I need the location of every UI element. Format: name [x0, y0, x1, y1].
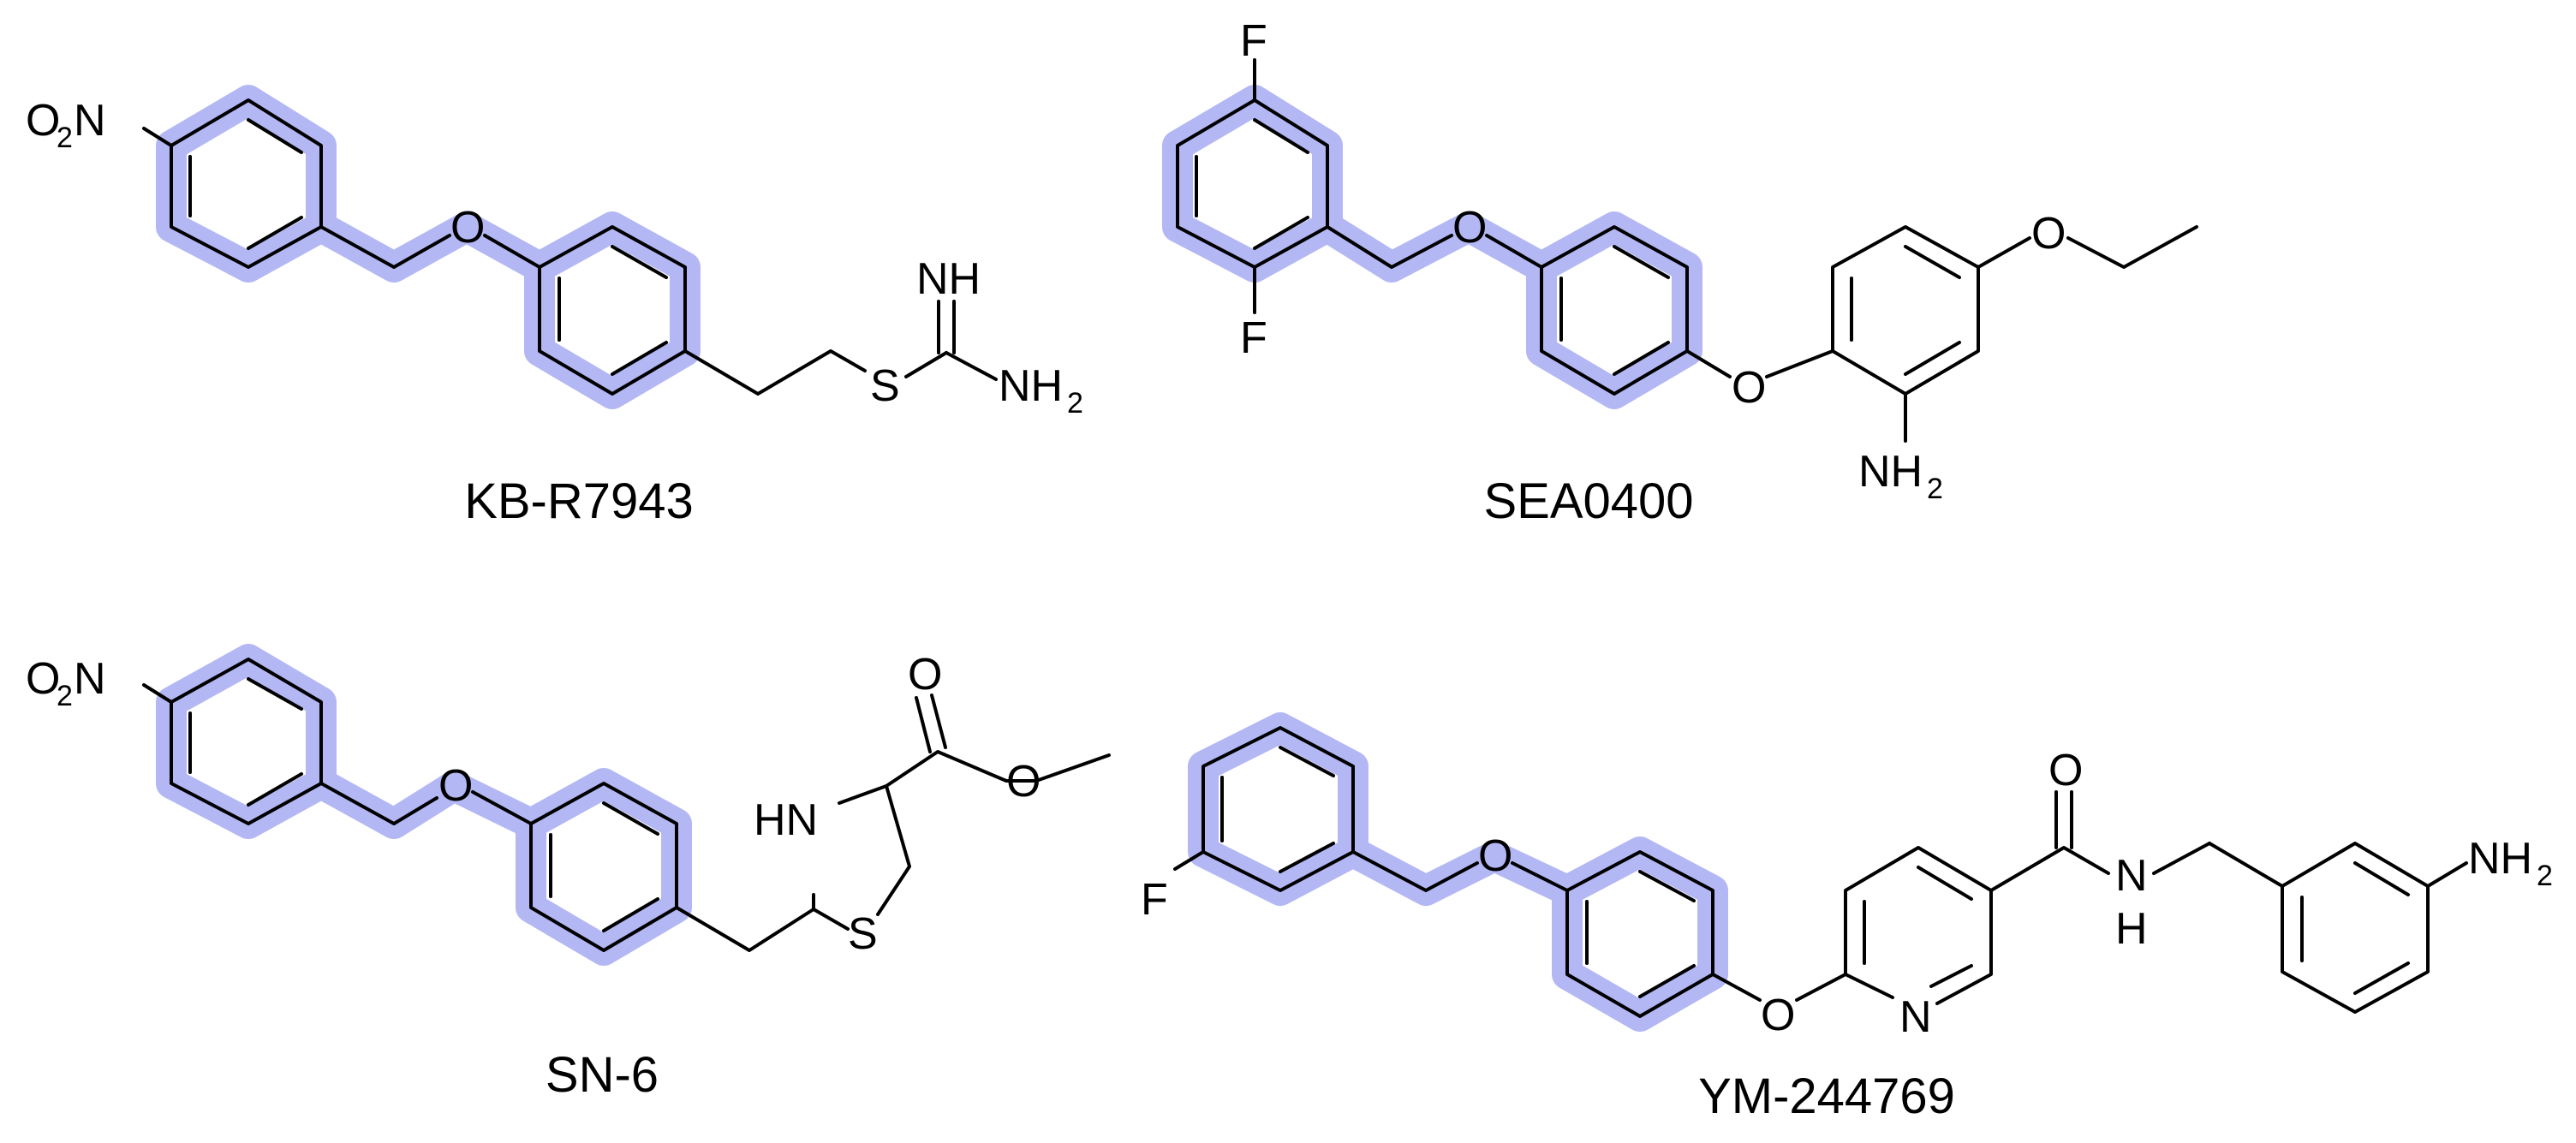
atom-o: O	[1732, 363, 1766, 413]
atoms-sea0400: F F O O O NH 2	[1240, 16, 2066, 505]
atom-nh: NH	[2468, 834, 2532, 884]
bonds-sn-6	[142, 658, 1111, 952]
atom-s: S	[870, 361, 900, 411]
atom-s: S	[848, 909, 878, 959]
compound-name: SEA0400	[1483, 473, 1693, 529]
atom-subscript: 2	[1927, 473, 1943, 505]
atom-nh: NH	[1858, 447, 1923, 497]
compound-sea0400: F F O O O NH 2 SEA0400	[1162, 16, 2198, 529]
atom-o: O	[1478, 831, 1512, 881]
atom-subscript: 2	[57, 680, 73, 712]
atom-n: N	[2115, 851, 2148, 901]
compound-name: SN-6	[546, 1047, 659, 1103]
atom-f: F	[1240, 313, 1267, 363]
atom-o: O	[438, 761, 473, 811]
atom-hn: HN	[754, 795, 818, 845]
atom-o: O	[1761, 991, 1795, 1040]
atom-subscript: 2	[57, 122, 73, 154]
atoms-sn-6: O 2 N O O O HN S	[26, 650, 1041, 959]
atom-n: N	[74, 654, 106, 704]
compound-ym-244769: F O O N O N H NH 2 YM-244769	[1141, 712, 2553, 1124]
atom-subscript: 2	[1067, 387, 1083, 420]
atom-o: O	[2048, 746, 2083, 795]
atom-h: H	[2115, 904, 2148, 954]
atom-o: O	[26, 654, 60, 704]
atom-o: O	[26, 96, 60, 146]
atom-nh: NH	[916, 254, 981, 304]
atom-o: O	[908, 650, 942, 699]
atom-n: N	[74, 96, 106, 146]
atom-f: F	[1240, 16, 1267, 66]
atom-o: O	[450, 203, 485, 253]
atom-subscript: 2	[2537, 860, 2553, 892]
compound-kb-r7943: O 2 N O NH S NH 2 KB-R7943	[26, 85, 1083, 529]
compound-name: YM-244769	[1698, 1069, 1955, 1124]
bonds-sea0400	[1176, 58, 2198, 443]
atom-f: F	[1141, 875, 1168, 925]
bonds-ym-244769	[1173, 726, 2468, 1018]
atom-o: O	[1452, 203, 1487, 253]
atom-n: N	[1899, 992, 1932, 1042]
atoms-kb-r7943: O 2 N O NH S NH 2	[26, 96, 1083, 420]
atom-o: O	[2031, 209, 2066, 259]
compound-sn-6: O 2 N O O O HN S SN-6	[26, 644, 1111, 1103]
compound-name: KB-R7943	[464, 473, 694, 529]
atom-nh: NH	[999, 361, 1063, 411]
atom-o: O	[1006, 757, 1041, 807]
bonds-kb-r7943	[142, 98, 998, 396]
atoms-ym-244769: F O O N O N H NH 2	[1141, 746, 2553, 1042]
